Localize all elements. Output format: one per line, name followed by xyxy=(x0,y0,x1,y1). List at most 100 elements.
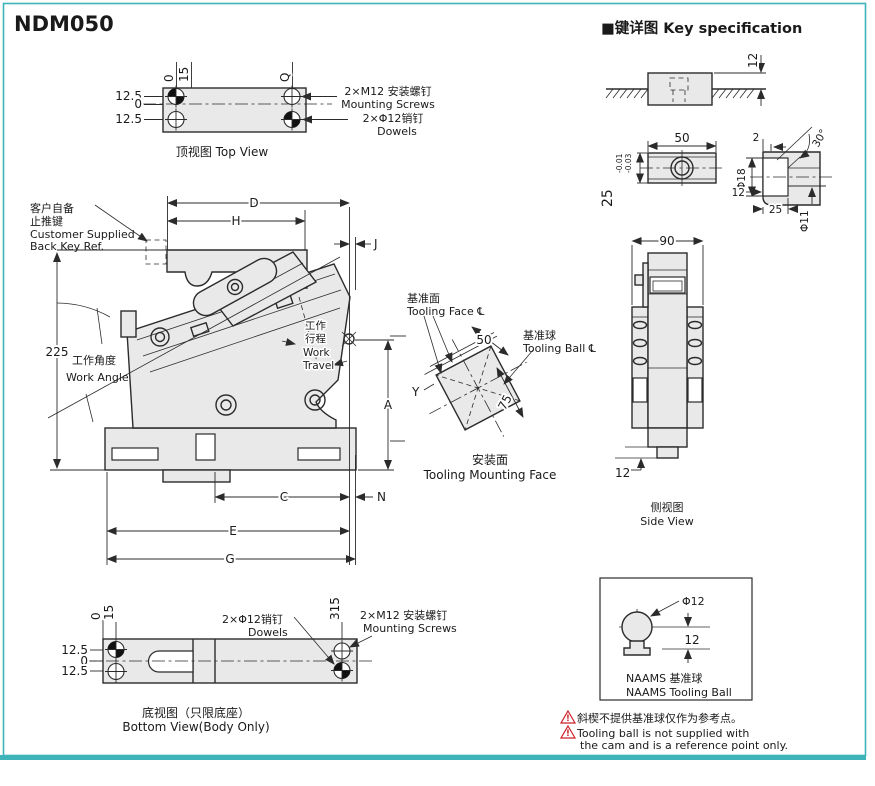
dim-label-h: H xyxy=(231,214,240,228)
warning-triangle-icon xyxy=(559,709,577,724)
base-foot xyxy=(162,469,231,483)
dim-label-15: 15 xyxy=(102,605,116,620)
dim-label-0b: 0 xyxy=(80,654,88,668)
naams-caption-en: NAAMS Tooling Ball xyxy=(626,686,732,699)
dim-label-d11: Φ11 xyxy=(799,210,811,232)
mounting-face-caption-zh: 安装面 xyxy=(472,452,508,467)
bottom-view-caption-zh: 底视图（只限底座） xyxy=(142,705,250,720)
footnote-en-line2: the cam and is a reference point only. xyxy=(580,739,788,752)
side-view: 90 12 侧视图 Side View xyxy=(613,232,704,528)
warning-mark: ! xyxy=(566,729,570,739)
bottom-view-caption-en: Bottom View(Body Only) xyxy=(122,720,269,734)
mounting-screws-label-zh: 2×M12 安装螺钉 xyxy=(344,84,431,98)
mounting-face-caption-en: Tooling Mounting Face xyxy=(423,468,557,482)
dim-label-12p5b: 12.5 xyxy=(115,112,142,126)
tooling-ball-label-zh: 基准球 xyxy=(523,328,556,342)
key-slot xyxy=(147,650,194,673)
work-angle-arc xyxy=(56,302,111,318)
work-angle-label-zh: 工作角度 xyxy=(72,353,116,367)
ground-hatch xyxy=(711,88,755,99)
footnote-en-line1: Tooling ball is not supplied with xyxy=(576,727,749,740)
naams-box-border xyxy=(599,577,753,701)
naams-box: Φ12 12 NAAMS 基准球 NAAMS Tooling Ball xyxy=(599,577,753,701)
dim-label-12p5b: 12.5 xyxy=(61,664,88,678)
top-view: 0 15 Q 12.5 0 12.5 2×M12 安装螺钉 Mounting S… xyxy=(113,62,435,159)
footnotes: ! ! 斜楔不提供基准球仅作为参考点。 Tooling ball is not … xyxy=(559,709,788,752)
back-key-label-en1: Customer Supplied xyxy=(30,228,135,241)
dim-label-n: N xyxy=(377,490,386,504)
key-plate-view: 50 25 -0.01 -0.03 xyxy=(600,129,724,207)
side-view-base xyxy=(647,427,688,448)
dim-label-g: G xyxy=(225,552,234,566)
dim-label-d12: Φ12 xyxy=(682,595,705,608)
dowels-label-zh: 2×Φ12销钉 xyxy=(363,111,424,125)
side-view-caption-en: Side View xyxy=(640,515,693,528)
dim-label-0b: 0 xyxy=(134,97,142,111)
dim-label-d18: Φ18 xyxy=(736,168,748,190)
dim-label-12: 12 xyxy=(615,466,630,480)
tooling-face-label-zh: 基准面 xyxy=(407,292,440,305)
dim-label-25: 25 xyxy=(769,204,782,216)
label-y: Y xyxy=(411,385,420,399)
key-embed-view: 12 xyxy=(605,51,766,106)
dim-label-0: 0 xyxy=(162,74,176,82)
dim-label-30deg: 30° xyxy=(810,127,830,149)
travel-label-en1: Work xyxy=(303,347,331,359)
dim-label-12: 12 xyxy=(684,633,699,647)
bottom-view: 0 15 315 12.5 0 12.5 2×Φ12销钉 Dowels 2×M1… xyxy=(59,595,457,734)
top-view-caption: 顶视图 Top View xyxy=(176,144,269,159)
warning-triangle-icon xyxy=(559,724,577,739)
tooling-ball-base xyxy=(623,640,651,656)
dowels-label-en: Dowels xyxy=(248,626,288,639)
back-key-label-zh1: 客户自备 xyxy=(30,201,74,215)
back-key-outline xyxy=(145,239,167,265)
key-spec-header: ■键详图 Key specification xyxy=(601,19,802,37)
travel-outline xyxy=(298,296,320,370)
dim-label-0: 0 xyxy=(89,612,103,620)
dim-label-315: 315 xyxy=(328,597,342,620)
tooling-ball-marker xyxy=(341,331,357,347)
tooling-face-label-en: Tooling Face ℄ xyxy=(406,305,484,318)
dim-label-50: 50 xyxy=(674,131,689,145)
warning-mark: ! xyxy=(566,714,570,724)
tolerance-upper: -0.01 xyxy=(615,153,624,173)
dim-label-c: C xyxy=(280,490,288,504)
driver-link xyxy=(192,257,278,317)
dim-label-e: E xyxy=(229,524,237,538)
top-view-body xyxy=(162,87,307,133)
back-key-label-zh2: 止推键 xyxy=(30,214,63,228)
travel-label-en2: Travel xyxy=(302,360,334,372)
footnote-zh: 斜楔不提供基准球仅作为参考点。 xyxy=(577,711,742,725)
body-key-tab xyxy=(120,310,137,338)
dim-label-12: 12 xyxy=(732,187,745,199)
mounting-screws-label-en: Mounting Screws xyxy=(341,98,435,111)
back-key-label-en2: Back Key Ref. xyxy=(30,240,104,253)
tooling-ball xyxy=(621,611,653,643)
tolerance-lower: -0.03 xyxy=(624,153,633,173)
dim-label-225: 225 xyxy=(46,345,69,359)
front-view: 客户自备 止推键 Customer Supplied Back Key Ref.… xyxy=(30,194,395,568)
work-angle-line xyxy=(47,256,341,419)
dim-label-12: 12 xyxy=(746,53,760,68)
dim-label-j: J xyxy=(373,237,378,251)
travel-label-zh1: 工作 xyxy=(305,320,326,332)
page-title: NDM050 xyxy=(14,12,114,36)
bolt-holes xyxy=(150,327,326,416)
naams-caption-zh: NAAMS 基准球 xyxy=(626,671,703,685)
side-view-caption-zh: 侧视图 xyxy=(651,500,684,514)
dowels-label-zh: 2×Φ12销钉 xyxy=(222,612,283,626)
mounting-face-view: 50 75 Y 基准面 Tooling Face ℄ 基准球 Tooling B… xyxy=(390,292,596,482)
key-profile-view: 30° 2 Φ18 Φ11 12 25 xyxy=(730,126,832,234)
dim-label-25: 25 xyxy=(600,189,616,207)
dim-label-12p5: 12.5 xyxy=(115,89,142,103)
dim-label-a: A xyxy=(384,398,393,412)
mounting-screws-label-en: Mounting Screws xyxy=(363,622,457,635)
tooling-ball-label-en: Tooling Ball ℄ xyxy=(522,342,596,355)
dowels-label-en: Dowels xyxy=(377,125,417,138)
dim-label-15: 15 xyxy=(177,67,191,82)
dim-label-2: 2 xyxy=(753,132,760,144)
dim-label-90: 90 xyxy=(659,234,674,248)
dim-label-d: D xyxy=(249,196,258,210)
travel-label-zh2: 行程 xyxy=(305,332,326,345)
